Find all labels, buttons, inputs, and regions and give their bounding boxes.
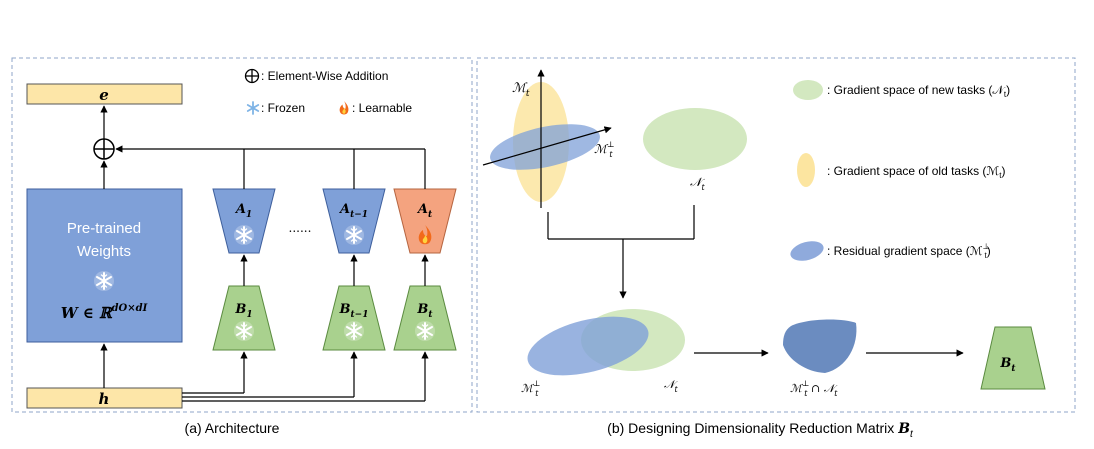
- adapter-b-1: [212, 285, 276, 351]
- label-m-perp-top: ℳ⊥t: [594, 140, 614, 159]
- snowflake-icon-b-1: [233, 320, 255, 342]
- merge-connector: [547, 205, 695, 240]
- label-n-top: 𝒩t: [690, 175, 706, 192]
- legend-residual-swatch: [790, 241, 824, 261]
- addition-operator-icon: [93, 138, 115, 160]
- input-h-label: h: [99, 390, 110, 408]
- svg-text:: Learnable: : Learnable: [352, 101, 412, 115]
- adapter-a-3: [393, 188, 457, 254]
- pretrained-line1: Pre-trained: [67, 220, 141, 237]
- result-b-trapezoid: [980, 326, 1046, 390]
- adapter-b-label-1: B1: [234, 302, 252, 320]
- legend-learnable: : Learnable: [339, 101, 412, 115]
- adapter-ellipsis: ......: [289, 221, 312, 235]
- panel-b-caption: (b) Designing Dimensionality Reduction M…: [607, 420, 914, 440]
- result-b-label: Bt: [999, 356, 1016, 374]
- output-e-label: e: [99, 86, 109, 104]
- pretrained-line2: Weights: [77, 243, 131, 260]
- snowflake-icon-b-3: [414, 320, 436, 342]
- pretrained-formula: W ∈ ℝdO×dI: [61, 303, 148, 322]
- adapter-b-label-2: Bt−1: [339, 302, 369, 320]
- svg-text:: Element-Wise Addition: : Element-Wise Addition: [261, 69, 388, 83]
- adapter-a-label-3: At: [416, 202, 433, 220]
- svg-text:: Frozen: : Frozen: [261, 101, 305, 115]
- legend-new-tasks-swatch: [793, 80, 823, 100]
- legend-frozen: : Frozen: [246, 101, 305, 115]
- pretrained-weights-block: [26, 188, 183, 343]
- legend-old-tasks-text: : Gradient space of old tasks (ℳt): [827, 164, 1005, 180]
- new-tasks-ellipse-top: [643, 108, 747, 170]
- adapter-b-2: [322, 285, 386, 351]
- label-m-perp-bottom: ℳ⊥t: [521, 379, 540, 398]
- snowflake-icon-a-1: [233, 224, 255, 246]
- residual-ellipse-bottom: [527, 316, 649, 376]
- axis-diagonal: [482, 126, 612, 166]
- panel-a-caption: (a) Architecture: [185, 420, 280, 436]
- label-m-top: ℳt: [512, 81, 530, 99]
- intersection-shape: [783, 319, 857, 373]
- output-e-bar: [26, 83, 183, 105]
- pretrained-frozen-icon: [93, 270, 115, 292]
- label-intersection: ℳ⊥t ∩ 𝒩t: [790, 379, 838, 398]
- legend-old-tasks-swatch: [797, 153, 815, 187]
- label-n-bottom: 𝒩t: [664, 378, 679, 394]
- input-routing-lines: [182, 392, 425, 402]
- legend-addition: : Element-Wise Addition: [244, 68, 388, 84]
- adapter-b-label-3: Bt: [416, 302, 433, 320]
- adapter-a-2: [322, 188, 386, 254]
- snowflake-icon-a-2: [343, 224, 365, 246]
- snowflake-icon-b-2: [343, 320, 365, 342]
- panel-a-frame: [11, 57, 473, 413]
- adapter-a-label-2: At−1: [338, 202, 368, 220]
- adapter-a-1: [212, 188, 276, 254]
- legend-new-tasks-text: : Gradient space of new tasks (𝒩t): [827, 83, 1010, 99]
- adapter-a-label-1: A1: [234, 202, 252, 220]
- adapter-column-2: At−1Bt−1: [322, 149, 386, 397]
- legend-residual-text: : Residual gradient space (ℳ⊥t): [827, 242, 991, 260]
- adapter-b-3: [393, 285, 457, 351]
